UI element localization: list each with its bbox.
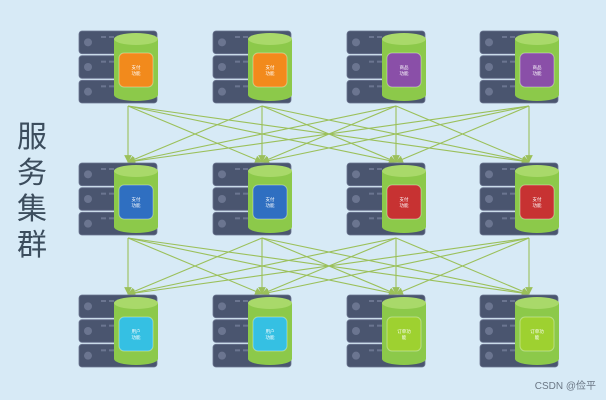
connection-arrow <box>127 237 530 297</box>
module-label-line2: 功能 <box>266 334 275 341</box>
module-box <box>118 184 154 220</box>
module-label-line1: 支付 <box>400 196 409 203</box>
module-label-line2: 功能 <box>132 334 141 341</box>
module-box <box>386 184 422 220</box>
module-label-line1: 支付 <box>266 196 275 203</box>
connection-arrow <box>261 105 530 165</box>
module-label-line1: 商品 <box>400 64 409 71</box>
module-label-line2: 功能 <box>533 202 542 209</box>
module-label-line2: 功能 <box>132 202 141 209</box>
edges-layer <box>124 105 533 297</box>
module-label-line1: 支付 <box>533 196 542 203</box>
module-label-line1: 支付 <box>132 196 141 203</box>
module-label-line2: 功能 <box>132 70 141 77</box>
connection-arrow <box>261 237 530 297</box>
module-label-line1: 订单功 <box>530 328 544 335</box>
module-label-line1: 用户 <box>266 328 275 335</box>
module-label-line1: 商品 <box>533 64 542 71</box>
module-box <box>386 52 422 88</box>
title-char: 服 <box>17 120 47 155</box>
module-label-line2: 功能 <box>400 70 409 77</box>
connection-arrow <box>395 105 530 163</box>
module-label-line2: 功能 <box>266 70 275 77</box>
module-box <box>386 316 422 352</box>
module-label-line1: 支付 <box>266 64 275 71</box>
module-label-line2: 能 <box>535 334 540 341</box>
module-box <box>519 52 555 88</box>
title-char: 务 <box>17 156 47 191</box>
module-box <box>252 316 288 352</box>
module-box <box>118 52 154 88</box>
module-label-line1: 支付 <box>132 64 141 71</box>
title-char: 集 <box>17 192 47 227</box>
module-label-line2: 功能 <box>533 70 542 77</box>
module-box <box>519 184 555 220</box>
module-label-line2: 能 <box>402 334 407 341</box>
module-label-line2: 功能 <box>400 202 409 209</box>
connection-arrow <box>127 105 263 163</box>
nodes-layer: 支付功能支付功能商品功能商品功能支付功能支付功能支付功能支付功能用户功能用户功能… <box>78 30 559 368</box>
module-label-line1: 订单功 <box>397 328 411 335</box>
connection-arrow <box>127 237 263 295</box>
connection-arrow <box>127 105 397 165</box>
module-box <box>252 52 288 88</box>
vertical-title: 服 务 集 群 <box>14 120 50 264</box>
module-label-line1: 用户 <box>132 328 141 335</box>
connection-arrow <box>395 237 530 295</box>
module-box <box>118 316 154 352</box>
module-box <box>252 184 288 220</box>
connection-arrow <box>127 105 530 165</box>
watermark: CSDN @俭平 <box>534 381 596 392</box>
title-char: 群 <box>17 228 47 263</box>
connection-arrow <box>127 237 397 297</box>
module-box <box>519 316 555 352</box>
module-label-line2: 功能 <box>266 202 275 209</box>
